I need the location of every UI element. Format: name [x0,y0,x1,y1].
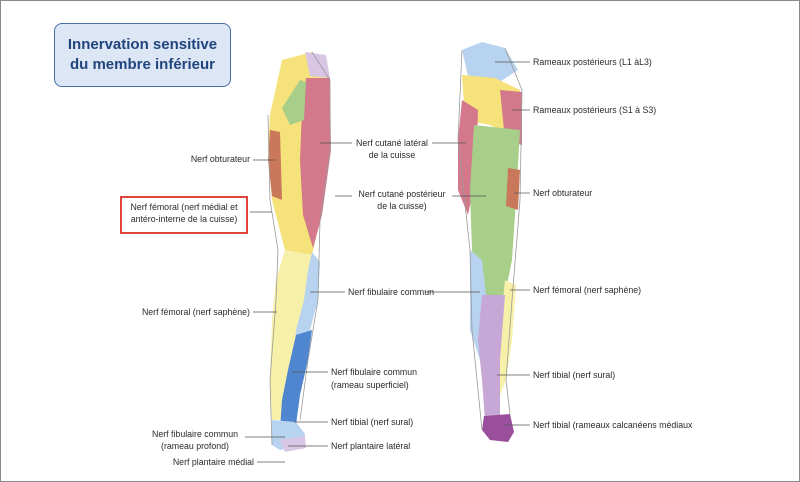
title-line-1: Innervation sensitive [67,36,218,53]
label-rameaux-s1-s3: Rameaux postérieurs (S1 à S3) [533,105,657,115]
front-hip-region [305,52,330,78]
label-obturateur-back: Nerf obturateur [533,188,593,198]
front-green-region [282,80,306,125]
label-fibulaire-profond-1: Nerf fibulaire commun [151,429,239,439]
label-femoral-saphene-back: Nerf fémoral (nerf saphène) [533,285,642,295]
highlight-box [120,196,248,234]
label-cutane-posterieur-2: de la cuisse) [377,201,427,211]
label-cutane-lateral-2: de la cuisse [368,150,416,160]
label-fibulaire-commun: Nerf fibulaire commun [348,287,435,297]
label-tibial-calcaneens: Nerf tibial (rameaux calcanéens médiaux [533,420,693,430]
back-leg [457,42,523,442]
label-rameaux-l1-l3: Rameaux postérieurs (L1 àL3) [533,57,652,67]
label-tibial-sural-front: Nerf tibial (nerf sural) [331,417,414,427]
label-obturateur-front: Nerf obturateur [190,154,250,164]
front-saphene-region [270,250,312,420]
back-sural-region [478,295,505,420]
front-leg [267,51,331,452]
front-cutane-lateral-region [300,78,331,248]
back-calcaneen-region [482,414,514,442]
label-femoral-saphene-front: Nerf fémoral (nerf saphène) [141,307,250,317]
label-femoral-medial-2: antéro-interne de la cuisse) [130,214,238,224]
label-fibulaire-profond-2: (rameau profond) [161,441,229,451]
front-fibulaire-superficiel-region [280,330,312,430]
label-tibial-sural-back: Nerf tibial (nerf sural) [533,370,616,380]
front-obturateur-region [268,130,282,200]
label-fibulaire-superficiel-2: (rameau superficiel) [331,380,409,390]
back-obturateur-region [506,168,520,210]
label-cutane-posterieur-1: Nerf cutané postérieur [358,189,446,199]
label-cutane-lateral-1: Nerf cutané latéral [356,138,428,148]
leader-lines [245,61,530,463]
front-fibulaire-region [295,252,320,345]
label-plantaire-lateral: Nerf plantaire latéral [331,441,411,451]
back-rameaux-l1-region [462,42,518,85]
back-cutane-posterieur-region [470,125,520,300]
title-line-2: du membre inférieur [69,56,216,73]
front-foot-toes [280,436,306,452]
label-fibulaire-superficiel-1: Nerf fibulaire commun [331,367,418,377]
label-femoral-medial-1: Nerf fémoral (nerf médial et [130,202,238,212]
title-box: Innervation sensitive du membre inférieu… [54,23,231,87]
label-plantaire-medial: Nerf plantaire médial [172,457,254,467]
